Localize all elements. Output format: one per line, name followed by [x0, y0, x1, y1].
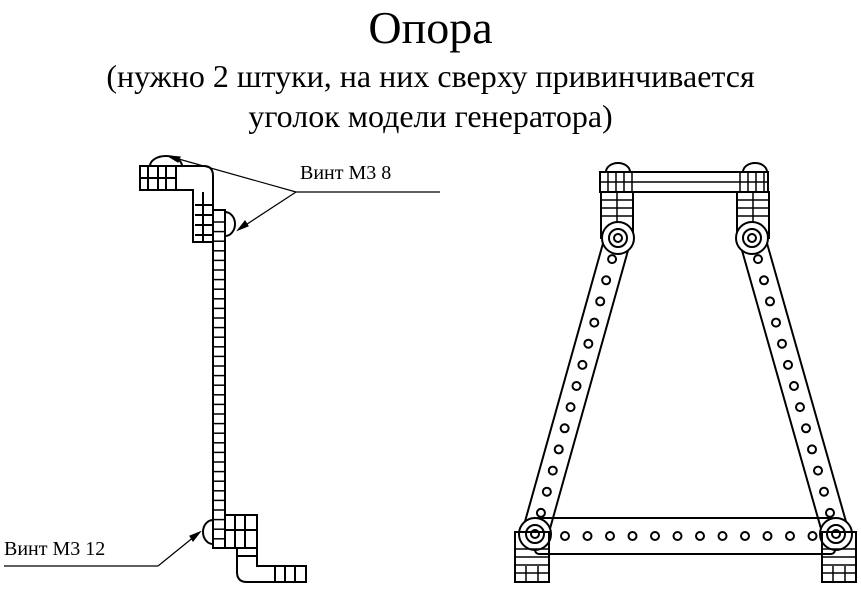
strip-hole	[809, 532, 817, 540]
top-screw-head-right	[743, 163, 767, 172]
strip-hole	[567, 403, 575, 411]
pivot-screw	[602, 222, 634, 254]
screw-head-mid	[225, 212, 235, 236]
pivot-screw	[820, 518, 852, 550]
leader-bottom	[4, 532, 200, 566]
strip-hole	[696, 532, 704, 540]
strip-hole	[543, 488, 551, 496]
strip-hole	[596, 297, 604, 305]
strip-hole	[584, 532, 592, 540]
strip-hole	[796, 403, 804, 411]
strip-hole	[760, 276, 768, 284]
strip-hole	[584, 340, 592, 348]
right-diagonal-strip	[739, 234, 848, 537]
strip-hole	[778, 340, 786, 348]
strip-hole	[820, 488, 828, 496]
strip-hole	[608, 255, 616, 263]
label-screw-m3-8: Винт М3 8	[300, 162, 392, 184]
strip-hole	[573, 382, 581, 390]
leader-top	[168, 156, 440, 230]
strip-hole	[578, 361, 586, 369]
strip-hole	[784, 361, 792, 369]
strip-hole	[606, 532, 614, 540]
strip-hole	[772, 319, 780, 327]
strip-hole	[537, 509, 545, 517]
top-screw-head-left	[606, 163, 630, 172]
strip-hole	[802, 424, 810, 432]
side-view	[4, 156, 440, 582]
bottom-foot	[237, 548, 306, 582]
label-screw-m3-12: Винт М3 12	[4, 538, 106, 560]
strip-hole	[754, 255, 762, 263]
strip-hole	[674, 532, 682, 540]
drawing-title: Опора	[368, 2, 493, 53]
strip-hole	[555, 445, 563, 453]
drawing-subtitle-line-1: (нужно 2 штуки, на них сверху привинчива…	[106, 58, 755, 94]
screw-head-bottom	[203, 520, 213, 544]
strip-hole	[826, 509, 834, 517]
vertical-strip	[213, 210, 225, 548]
strip-hole	[719, 532, 727, 540]
strip-hole	[790, 382, 798, 390]
strip-hole	[766, 297, 774, 305]
strip-hole	[590, 319, 598, 327]
strip-hole	[741, 532, 749, 540]
screw-head-top	[150, 156, 182, 166]
bottom-bracket	[225, 515, 257, 548]
strip-hole	[629, 532, 637, 540]
left-diagonal-strip	[522, 234, 630, 537]
pivot-screw	[736, 222, 768, 254]
strip-hole	[808, 445, 816, 453]
front-view	[515, 163, 856, 582]
strip-hole	[814, 467, 822, 475]
strip-hole	[602, 276, 610, 284]
pivot-screw	[519, 518, 551, 550]
drawing-subtitle-line-2: уголок модели генератора)	[248, 98, 613, 134]
strip-hole	[561, 532, 569, 540]
strip-hole	[764, 532, 772, 540]
strip-hole	[786, 532, 794, 540]
strip-hole	[561, 424, 569, 432]
strip-hole	[651, 532, 659, 540]
strip-hole	[549, 467, 557, 475]
bottom-strip	[535, 518, 835, 554]
